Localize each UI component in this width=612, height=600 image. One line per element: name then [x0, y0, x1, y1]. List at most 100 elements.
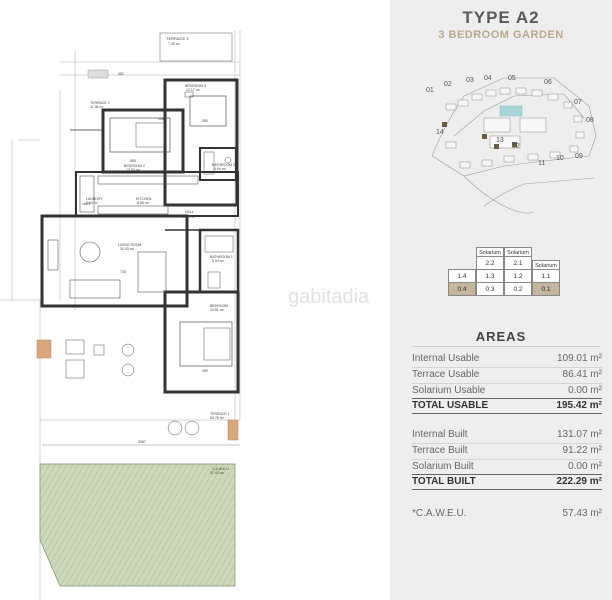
- level-cell: 2.1: [504, 256, 532, 270]
- svg-text:BEDROOM 2: BEDROOM 2: [124, 164, 145, 168]
- area-value: 109.01 m²: [556, 353, 602, 364]
- info-panel: TYPE A2 3 BEDROOM GARDEN: [390, 0, 612, 600]
- svg-text:TERRACE 2: TERRACE 2: [90, 101, 110, 105]
- block-number: 04: [484, 75, 492, 82]
- area-value: 0.00 m²: [568, 461, 602, 472]
- svg-text:TERRACE 3: TERRACE 3: [166, 36, 189, 41]
- area-row: Internal Built 131.07 m²: [412, 429, 602, 444]
- divider: [412, 459, 602, 460]
- watermark: gabitadia: [288, 286, 370, 308]
- svg-text:7.28 m²: 7.28 m²: [168, 42, 181, 46]
- level-cell: 2.2: [476, 256, 504, 270]
- area-label: Terrace Usable: [412, 369, 480, 380]
- block-number: 14: [436, 129, 444, 136]
- total-value: 195.42 m²: [556, 400, 602, 411]
- floor-plan: TERRACE 3 7.28 m² BEDROOM 3 12.17 m²: [0, 30, 241, 600]
- guide-lines: [0, 30, 241, 600]
- block-number: 09: [575, 153, 583, 160]
- bedroom-3: BEDROOM 3 12.17 m²: [184, 84, 227, 127]
- svg-text:32.43 m²: 32.43 m²: [120, 247, 135, 251]
- block-number: 01: [426, 87, 434, 94]
- svg-text:735: 735: [120, 270, 126, 274]
- area-value: 86.41 m²: [562, 369, 602, 380]
- svg-text:4.94 m²: 4.94 m²: [214, 167, 227, 171]
- divider: [412, 346, 600, 347]
- svg-text:5.94 m²: 5.94 m²: [212, 259, 225, 263]
- svg-text:490: 490: [202, 369, 208, 373]
- garden-caweu: C.A.W.E.U. 57.43 m²: [39, 463, 236, 587]
- svg-text:KITCHEN: KITCHEN: [136, 197, 152, 201]
- area-label: Solarium Built: [412, 461, 474, 472]
- total-built-row: TOTAL BUILT 222.29 m²: [412, 476, 602, 491]
- living-room: LIVING ROOM 32.43 m²: [47, 239, 167, 299]
- bedroom-1: BEDROOM 20.51 m²: [179, 304, 233, 367]
- svg-text:LAUNDRY: LAUNDRY: [86, 197, 103, 201]
- total-usable-row: TOTAL USABLE 195.42 m²: [412, 400, 602, 415]
- divider: [412, 413, 602, 414]
- block-number: 05: [508, 75, 516, 82]
- block-number: 12: [512, 143, 520, 150]
- svg-text:1082: 1082: [158, 117, 166, 121]
- level-cell-highlighted: 0.4: [448, 282, 476, 296]
- block-number: 02: [444, 81, 452, 88]
- divider: [412, 367, 602, 368]
- area-value: 57.43 m²: [562, 508, 602, 519]
- svg-text:BATHROOM 2: BATHROOM 2: [212, 163, 235, 167]
- svg-text:2.84 m²: 2.84 m²: [86, 201, 99, 205]
- svg-text:57.43 m²: 57.43 m²: [210, 471, 225, 475]
- area-label: *C.A.W.E.U.: [412, 508, 467, 519]
- level-cell: 1.2: [504, 269, 532, 283]
- area-label: Internal Built: [412, 429, 468, 440]
- svg-text:13.60 m²: 13.60 m²: [126, 168, 141, 172]
- svg-text:LIVING ROOM: LIVING ROOM: [118, 243, 141, 247]
- terrace-1: TERRACE 1 63.78 m²: [36, 339, 240, 446]
- svg-text:380: 380: [202, 119, 208, 123]
- solarium-label: Solarium: [532, 260, 560, 270]
- divider: [412, 474, 602, 475]
- terrace-3: TERRACE 3 7.28 m²: [87, 32, 233, 79]
- kitchen: KITCHEN 8.65 m² LAUNDRY 2.84 m² HALL 9.1…: [79, 175, 199, 219]
- area-row: Solarium Built 0.00 m²: [412, 461, 602, 476]
- block-number: 06: [544, 79, 552, 86]
- svg-text:BEDROOM 3: BEDROOM 3: [185, 84, 206, 88]
- type-subtitle: 3 BEDROOM GARDEN: [438, 29, 564, 41]
- total-label: TOTAL BUILT: [412, 476, 476, 487]
- svg-text:BEDROOM: BEDROOM: [210, 304, 228, 308]
- svg-text:865: 865: [130, 159, 136, 163]
- svg-text:HALL: HALL: [185, 210, 194, 214]
- floor-plan-drawing: TERRACE 3 7.28 m² BEDROOM 3 12.17 m²: [0, 30, 241, 600]
- block-number: 13: [496, 137, 504, 144]
- svg-text:482: 482: [118, 72, 124, 76]
- area-value: 131.07 m²: [556, 429, 602, 440]
- svg-text:8.65 m²: 8.65 m²: [137, 201, 150, 205]
- svg-text:BATHROOM 1: BATHROOM 1: [210, 255, 233, 259]
- block-number: 07: [574, 99, 582, 106]
- divider: [412, 398, 602, 399]
- area-label: Internal Usable: [412, 353, 480, 364]
- level-cell-highlighted: 0.1: [532, 282, 560, 296]
- bathroom-1: BATHROOM 1 5.94 m²: [204, 235, 234, 289]
- block-number: 08: [586, 117, 594, 124]
- area-value: 0.00 m²: [568, 385, 602, 396]
- svg-text:TERRACE 1: TERRACE 1: [210, 412, 230, 416]
- area-value: 91.22 m²: [562, 445, 602, 456]
- svg-text:20.51 m²: 20.51 m²: [210, 308, 225, 312]
- caweu-row: *C.A.W.E.U. 57.43 m²: [412, 508, 602, 523]
- level-cell: 0.2: [504, 282, 532, 296]
- walls: [40, 78, 240, 394]
- total-value: 222.29 m²: [556, 476, 602, 487]
- level-cell: 1.3: [476, 269, 504, 283]
- block-number: 10: [556, 155, 564, 162]
- level-cell: 0.3: [476, 282, 504, 296]
- level-cell: 1.1: [532, 269, 560, 283]
- svg-text:3987: 3987: [138, 440, 146, 444]
- block-number: 11: [538, 160, 545, 167]
- total-label: TOTAL USABLE: [412, 400, 489, 411]
- area-row: Terrace Usable 86.41 m²: [412, 369, 602, 384]
- svg-text:C.A.W.E.U.: C.A.W.E.U.: [212, 467, 230, 471]
- areas-title: AREAS: [475, 329, 527, 344]
- divider: [412, 443, 602, 444]
- area-label: Terrace Built: [412, 445, 468, 456]
- area-label: Solarium Usable: [412, 385, 486, 396]
- type-title: TYPE A2: [462, 8, 540, 27]
